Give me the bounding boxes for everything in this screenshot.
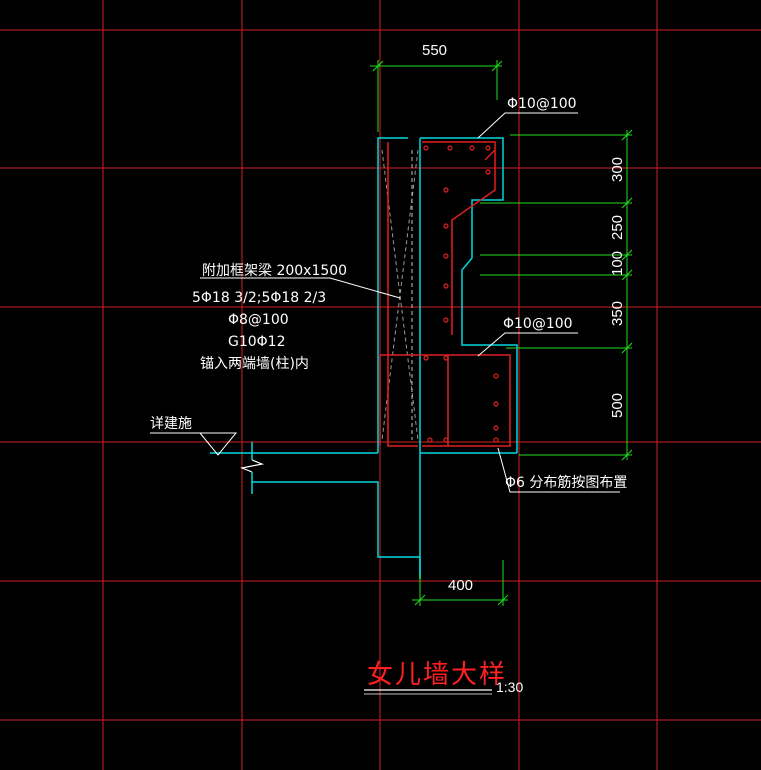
dim-top-width: 550 <box>422 42 447 59</box>
rebar-dots <box>423 145 499 443</box>
beam-line4-label: G10Φ12 <box>228 334 286 350</box>
leader-lines <box>150 112 620 493</box>
distribution-label: Φ6 分布筋按图布置 <box>505 474 627 491</box>
drawing-scale: 1:30 <box>496 679 523 695</box>
beam-line2-label: 5Φ18 3/2;5Φ18 2/3 <box>192 290 326 306</box>
dimension-lines <box>370 60 633 606</box>
rebar-lines <box>379 141 511 447</box>
dim-300: 300 <box>609 157 626 182</box>
beam-line3-label: Φ8@100 <box>228 312 289 328</box>
detail-ref-label: 详建施 <box>150 416 192 432</box>
concrete-outline <box>210 137 518 579</box>
dim-350: 350 <box>609 301 626 326</box>
dim-500: 500 <box>609 393 626 418</box>
beam-title-label: 附加框架梁 200x1500 <box>202 263 347 279</box>
beam-line5-label: 锚入两端墙(柱)内 <box>200 356 309 372</box>
beam-hatch <box>381 149 419 441</box>
drawing-title: 女儿墙大样 <box>367 660 507 690</box>
dim-100: 100 <box>609 251 626 276</box>
break-mark <box>239 459 265 473</box>
rebar-mid-label: Φ10@100 <box>503 316 573 332</box>
rebar-top-label: Φ10@100 <box>507 96 577 112</box>
dim-250: 250 <box>609 215 626 240</box>
dim-bottom-width: 400 <box>448 577 473 594</box>
